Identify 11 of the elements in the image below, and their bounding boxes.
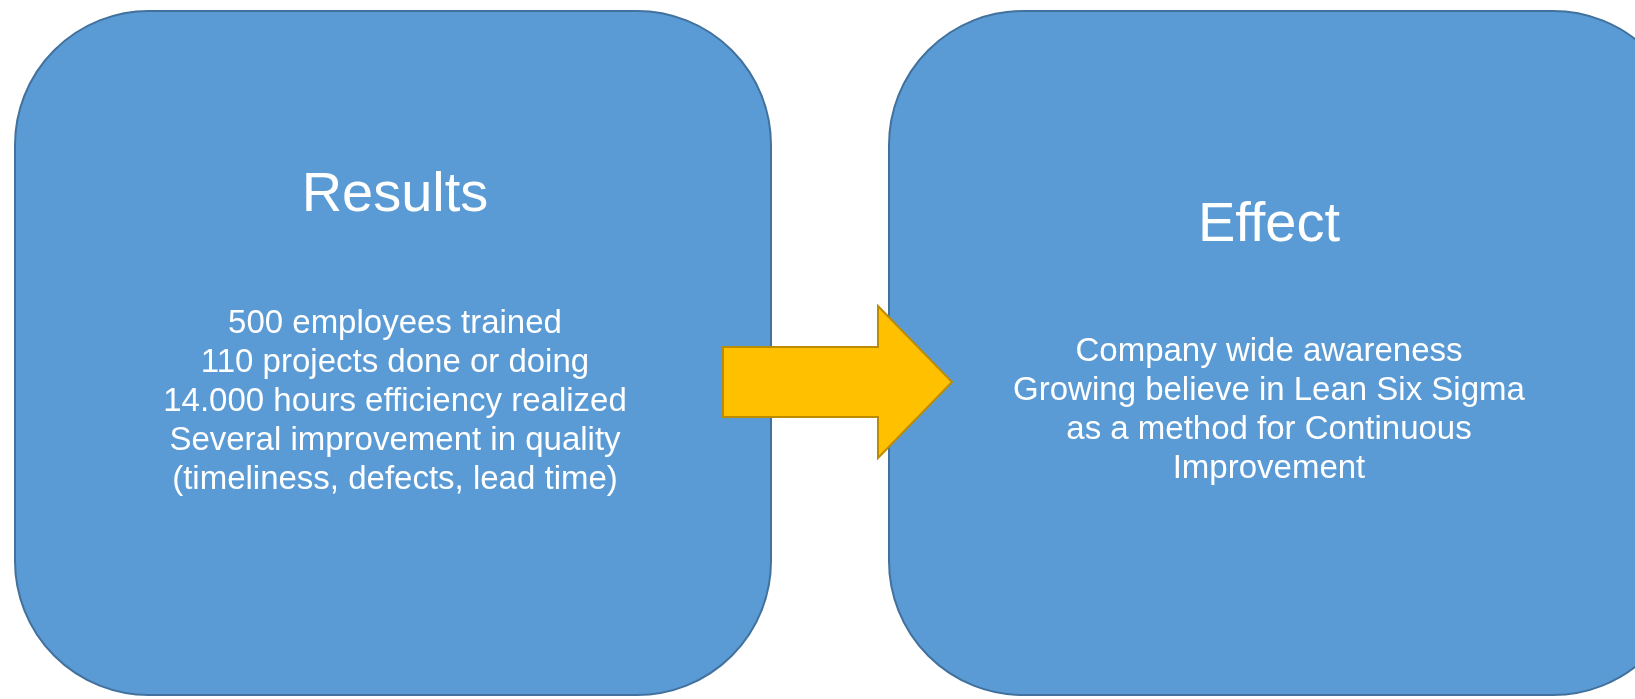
block-arrow (722, 303, 954, 461)
body-text: Company wide awareness (1075, 330, 1463, 369)
body-text: 14.000 hours efficiency realized (163, 380, 627, 419)
box-title: Results (300, 159, 490, 225)
body-text: 500 employees trained (228, 302, 562, 341)
body-text: Several improvement in quality (timeliness, defects, lead time) (168, 419, 622, 497)
rounded-box (14, 10, 772, 696)
box-title: Effect (1196, 189, 1342, 255)
body-text: Growing believe in Lean Six Sigma as a method for Continuous Improvement (1012, 369, 1526, 486)
body-text: 110 projects done or doing (200, 341, 590, 380)
rounded-box (888, 10, 1635, 696)
